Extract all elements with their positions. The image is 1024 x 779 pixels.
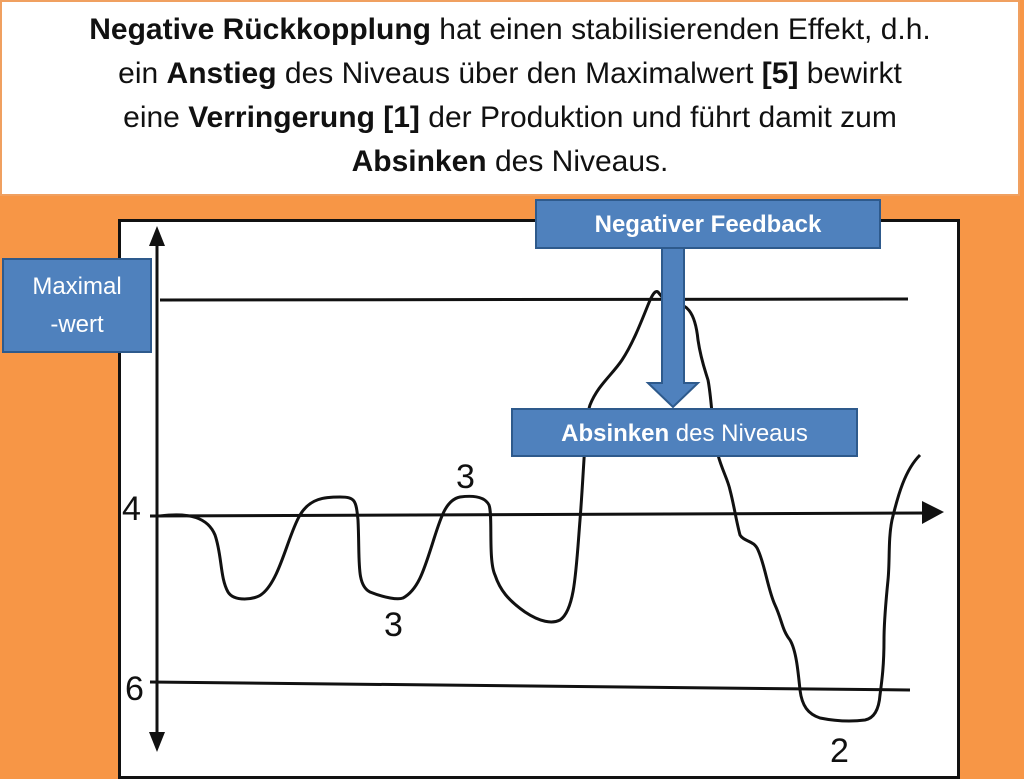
maximalwert-line2: -wert: [50, 311, 104, 338]
maximalwert-line1: Maximal: [32, 273, 122, 300]
header-text-3: des Niveaus über den Maximalwert: [276, 57, 762, 90]
maximal-line: [159, 297, 909, 302]
header-text: Negative Rückkopplung hat einen stabilis…: [0, 0, 1020, 196]
header-text-1: hat einen stabilisierenden Effekt, d.h.: [430, 13, 931, 46]
tick-label-4: 4: [122, 490, 141, 528]
level-curve: [159, 290, 922, 723]
absinken-bold: Absinken: [561, 420, 670, 447]
header-text-7: des Niveaus.: [486, 145, 669, 178]
y-axis-arrow-down: [149, 732, 165, 752]
negativer-feedback-label: Negativer Feedback: [535, 199, 881, 249]
absinken-label: Absinken des Niveaus: [511, 408, 858, 457]
header-text-6: der Produktion und führt damit zum: [419, 101, 897, 134]
absinken-rest: des Niveaus: [669, 420, 808, 447]
header-bold-absinken: Absinken: [351, 145, 487, 178]
tick-label-6: 6: [125, 670, 144, 708]
maximalwert-label: Maximal -wert: [2, 258, 152, 353]
level-6-line: [149, 680, 911, 692]
header-text-2: ein: [118, 57, 167, 90]
x-axis-arrow: [922, 501, 944, 524]
point-label-3-upper: 3: [456, 458, 475, 496]
header-text-5: eine: [123, 101, 189, 134]
header-bold-anstieg: Anstieg: [166, 57, 277, 90]
header-bold-verringerung: Verringerung [1]: [188, 101, 420, 134]
header-text-4: bewirkt: [798, 57, 902, 90]
y-axis-arrow-up: [149, 226, 165, 246]
point-label-3-lower: 3: [384, 606, 403, 644]
feedback-down-arrow: [645, 246, 701, 409]
header-bold-negative-rueckkopplung: Negative Rückkopplung: [89, 13, 431, 46]
point-label-2: 2: [830, 732, 849, 768]
header-bold-5: [5]: [761, 57, 799, 90]
x-axis-level-4: [149, 511, 931, 518]
